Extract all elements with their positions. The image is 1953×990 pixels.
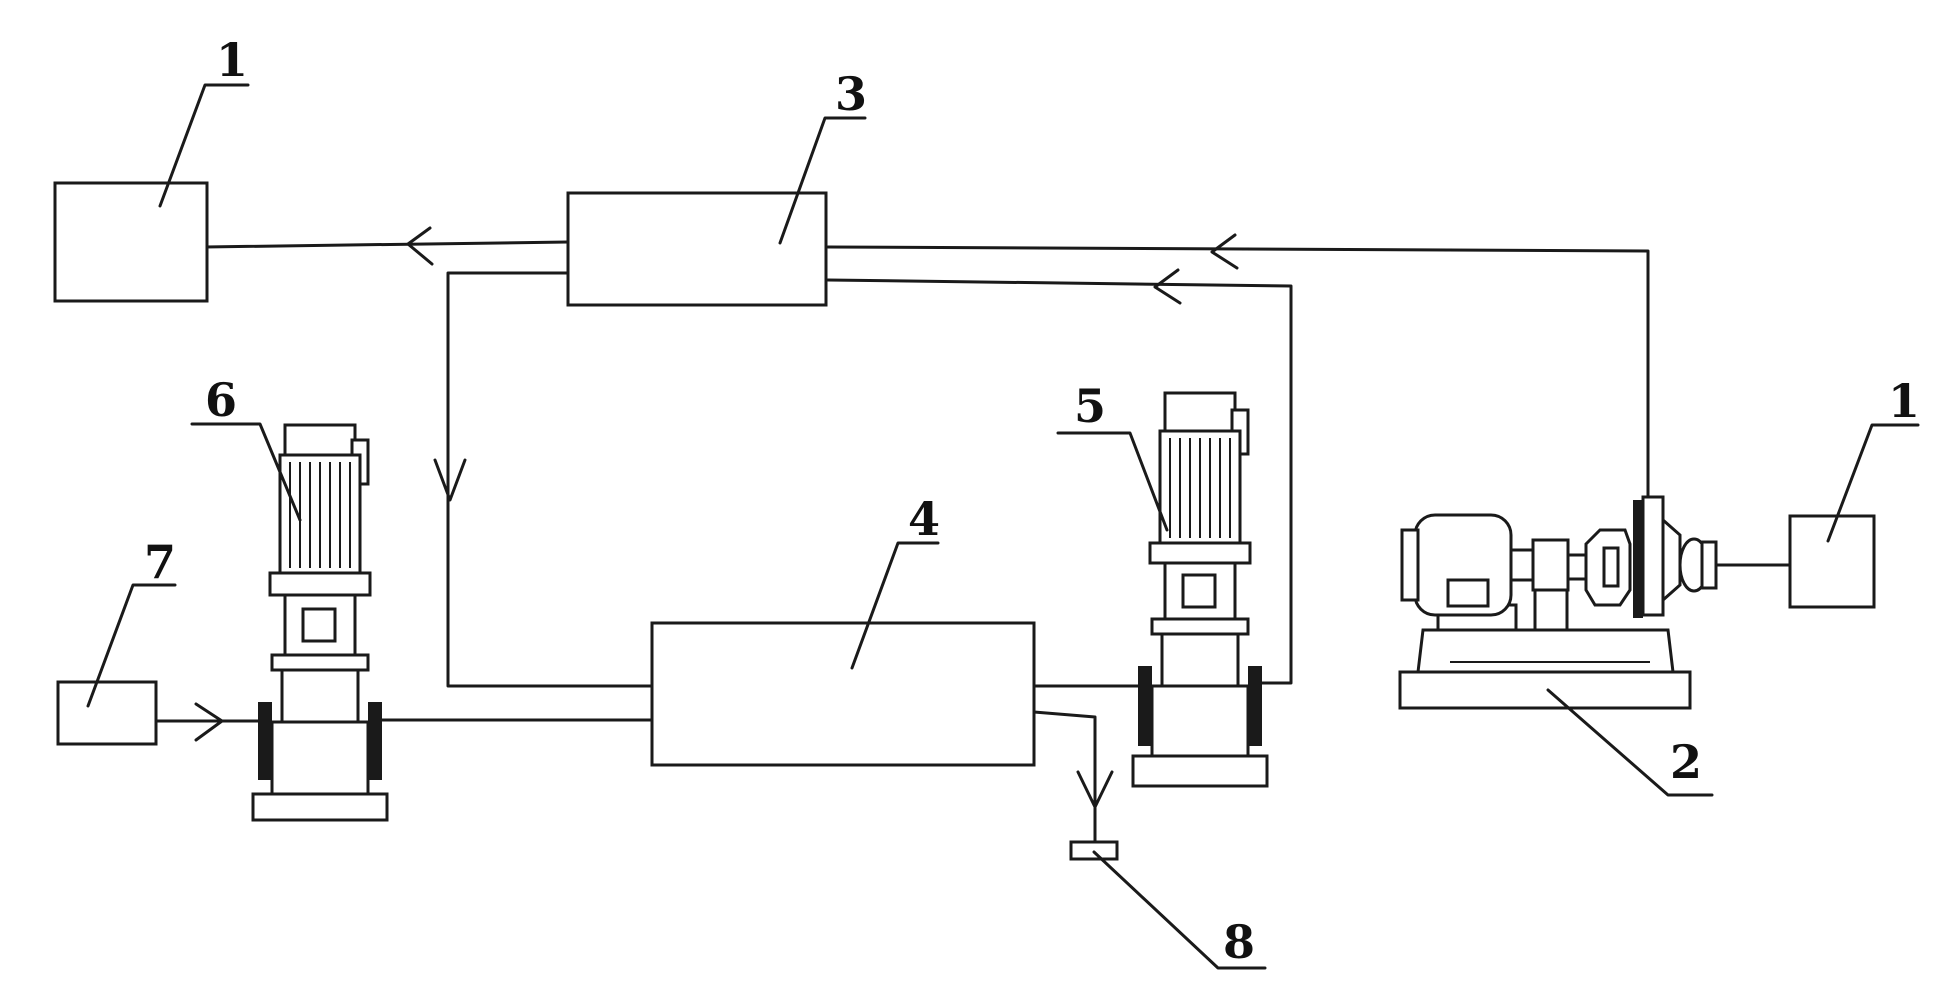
pump5-window [1181, 573, 1217, 609]
unit-box-3 [566, 191, 828, 307]
bench-shaft [1509, 548, 1535, 582]
leader-5 [1056, 431, 1169, 532]
label-outlet-8: 8 [1223, 915, 1255, 969]
label-controller-left: 1 [216, 33, 248, 87]
arrow-right-inlet-icon [194, 702, 224, 742]
source-box-7 [56, 680, 158, 746]
bench-frame [1416, 628, 1675, 674]
pump5-outlet-flange [1248, 666, 1262, 746]
pump5-collar [1150, 617, 1250, 636]
pump5-inlet-flange [1138, 666, 1152, 746]
leader-6 [190, 422, 302, 522]
bench-pump-plate [1633, 500, 1643, 618]
pump5-flange [1148, 541, 1252, 565]
label-pump-6: 6 [205, 373, 237, 427]
leader-1-left [158, 83, 250, 208]
pump-6-icon [251, 423, 389, 822]
arrow-left-top-icon [406, 226, 434, 266]
line-4-to-8 [1032, 710, 1097, 844]
arrow-down-left-loop-icon [433, 458, 467, 502]
line-bench-to-3 [826, 245, 1650, 499]
unit-box-4 [650, 621, 1036, 767]
line-3-to-1-left [203, 240, 570, 249]
bench-sensor [1700, 540, 1718, 590]
pump5-stage [1160, 632, 1240, 688]
pump6-motor-cap [283, 423, 357, 457]
bench-base-plate [1398, 670, 1692, 710]
label-test-bench: 2 [1670, 735, 1702, 789]
leader-7 [86, 583, 177, 708]
pump6-inlet-flange [258, 702, 272, 780]
pump6-body [270, 720, 370, 796]
bench-coupling [1531, 538, 1570, 592]
leader-2 [1546, 688, 1714, 797]
bench-bearing-pedestal [1533, 588, 1569, 632]
controller-box-left [53, 181, 209, 303]
bench-volute-inner [1602, 546, 1620, 588]
leader-8 [1092, 850, 1267, 970]
pump6-flange [268, 571, 372, 597]
pump5-body [1150, 684, 1250, 758]
label-source-7: 7 [144, 535, 176, 589]
flow-arrows [194, 226, 1239, 809]
flow-lines [154, 240, 1792, 844]
bench-suction-cover [1661, 516, 1682, 604]
label-controller-right: 1 [1888, 374, 1920, 428]
bench-motor-endcap [1400, 528, 1420, 602]
arrow-left-mid-right-icon [1153, 268, 1182, 305]
pump6-stage [280, 668, 360, 724]
label-unit-4: 4 [908, 492, 940, 546]
arrow-left-top-right-icon [1210, 233, 1239, 270]
pump6-outlet-flange [368, 702, 382, 780]
label-unit-3: 3 [835, 67, 867, 121]
arrow-down-drain-icon [1076, 770, 1114, 809]
leader-3 [778, 116, 867, 245]
pump-5-icon [1131, 391, 1269, 788]
bench-shaft-2 [1566, 553, 1588, 581]
leader-1-right [1826, 423, 1920, 543]
bench-outlet-pipe [1641, 495, 1665, 617]
pump5-motor-cap [1163, 391, 1237, 433]
test-bench-2-icon [1398, 495, 1718, 710]
pump5-base [1131, 754, 1269, 788]
bench-motor-terminal [1446, 578, 1490, 608]
pump6-window [301, 607, 337, 643]
label-pump-5: 5 [1074, 379, 1106, 433]
pump6-base [251, 792, 389, 822]
leader-lines [86, 83, 1920, 970]
leader-4 [850, 541, 940, 670]
line-pump5-to-3 [826, 278, 1293, 685]
line-3-to-4 [446, 271, 654, 688]
pump6-collar [270, 653, 370, 672]
